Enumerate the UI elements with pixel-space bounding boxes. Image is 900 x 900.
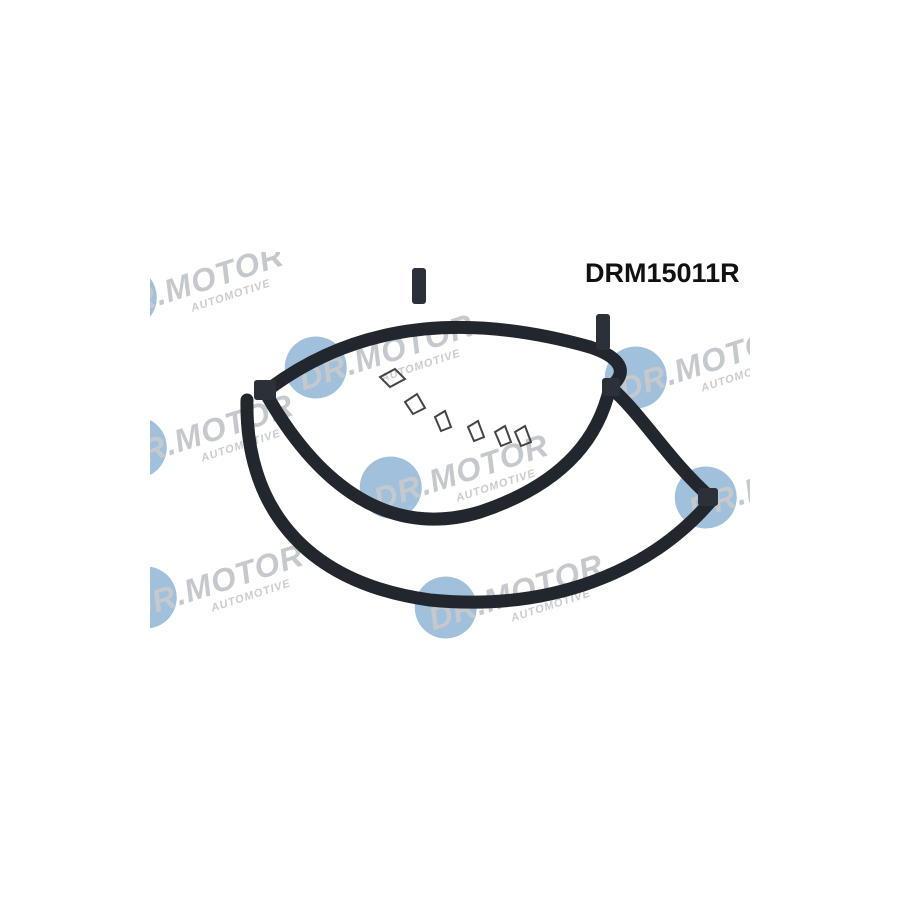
hose-right <box>603 380 717 504</box>
hose-assembly <box>240 268 718 609</box>
connector <box>254 380 276 400</box>
hose-upper-loop <box>258 380 617 526</box>
product-code: DRM15011R <box>585 258 740 288</box>
connector <box>596 314 610 350</box>
connector <box>698 488 718 506</box>
retaining-clips <box>378 367 533 448</box>
hose-top <box>258 320 597 399</box>
connector <box>412 268 426 304</box>
hose-lower-loop <box>240 393 717 609</box>
connector <box>602 378 620 396</box>
